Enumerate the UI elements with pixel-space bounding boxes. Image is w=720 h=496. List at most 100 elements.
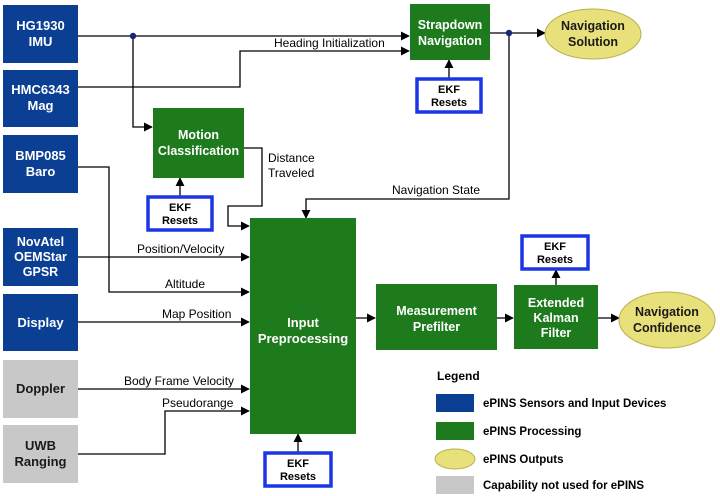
process-motion-classification: Motion Classification <box>153 108 244 178</box>
edge-distance-traveled <box>227 147 263 231</box>
sensor-label: Baro <box>26 164 56 179</box>
legend-label: Capability not used for ePINS <box>483 480 644 492</box>
output-navigation-solution: Navigation Solution <box>544 8 642 60</box>
label-position-velocity: Position/Velocity <box>137 242 224 256</box>
output-label: Confidence <box>633 321 701 335</box>
output-oval <box>544 8 642 60</box>
sensor-novatel-gpsr: NovAtel OEMStar GPSR <box>3 228 78 286</box>
process-measurement-prefilter: Measurement Prefilter <box>376 284 497 350</box>
sensor-display: Display <box>3 294 78 351</box>
unused-label: Doppler <box>16 381 65 396</box>
sensor-doppler: Doppler <box>3 360 78 418</box>
ekf-label: Resets <box>537 254 573 266</box>
edge-mag-heading-init <box>78 46 410 88</box>
legend-title: Legend <box>437 369 480 383</box>
legend-item-processing: ePINS Processing <box>436 422 581 440</box>
label-distance-traveled-2: Traveled <box>268 166 314 180</box>
unused-box <box>3 425 78 483</box>
process-box <box>514 285 598 349</box>
process-label: Strapdown <box>418 18 483 32</box>
process-label: Navigation <box>418 34 482 48</box>
sensor-hg1930-imu: HG1930 IMU <box>3 5 78 63</box>
output-navigation-confidence: Navigation Confidence <box>618 291 716 349</box>
legend: Legend ePINS Sensors and Input Devices e… <box>434 369 666 494</box>
sensor-label: BMP085 <box>15 148 66 163</box>
sensor-label: OEMStar <box>14 250 67 264</box>
sensor-box <box>3 228 78 286</box>
process-input-preprocessing: Input Preprocessing <box>250 218 356 434</box>
legend-swatch-unused <box>436 476 474 494</box>
sensor-label: GPSR <box>23 265 58 279</box>
ekf-box <box>146 195 214 232</box>
label-altitude: Altitude <box>165 277 205 291</box>
sensor-bmp085-baro: BMP085 Baro <box>3 135 78 193</box>
output-label: Navigation <box>561 19 625 33</box>
legend-item-unused: Capability not used for ePINS <box>436 476 644 494</box>
output-label: Solution <box>568 35 618 49</box>
process-label: Prefilter <box>413 320 460 334</box>
label-heading-init: Heading Initialization <box>274 36 385 50</box>
edge-navigation-state <box>301 33 510 219</box>
process-label: Filter <box>541 326 572 340</box>
unused-box <box>3 360 78 418</box>
ekf-resets-motion: EKF Resets <box>146 195 214 232</box>
sensor-label: NovAtel <box>17 235 64 249</box>
junction-nav-state <box>505 29 513 37</box>
sensor-label: Display <box>17 315 64 330</box>
sensor-box <box>3 70 78 127</box>
process-box <box>250 218 356 434</box>
legend-swatch-outputs <box>434 448 476 470</box>
output-oval <box>618 291 716 349</box>
sensor-label: HG1930 <box>16 18 64 33</box>
label-body-frame-velocity: Body Frame Velocity <box>124 374 234 388</box>
process-label: Input <box>287 315 319 330</box>
ekf-label: Resets <box>431 97 467 109</box>
sensor-box <box>3 5 78 63</box>
legend-label: ePINS Outputs <box>483 454 564 466</box>
legend-item-outputs: ePINS Outputs <box>434 448 564 470</box>
sensor-hmc6343-mag: HMC6343 Mag <box>3 70 78 127</box>
unused-label: UWB <box>25 438 56 453</box>
ekf-label: EKF <box>287 458 309 470</box>
legend-label: ePINS Processing <box>483 426 581 438</box>
process-strapdown-navigation: Strapdown Navigation <box>410 4 490 60</box>
unused-label: Ranging <box>15 454 67 469</box>
edge-pseudorange <box>78 406 250 455</box>
sensor-label: HMC6343 <box>11 82 70 97</box>
process-label: Classification <box>158 144 239 158</box>
edges <box>78 28 620 455</box>
sensor-label: Mag <box>28 98 54 113</box>
ekf-resets-strapdown: EKF Resets <box>415 77 483 114</box>
junction-imu <box>129 32 137 40</box>
legend-label: ePINS Sensors and Input Devices <box>483 398 666 410</box>
process-label: Motion <box>178 128 219 142</box>
legend-item-sensors: ePINS Sensors and Input Devices <box>436 394 666 412</box>
sensor-box <box>3 135 78 193</box>
process-label: Preprocessing <box>258 331 348 346</box>
ekf-label: EKF <box>544 241 566 253</box>
process-box <box>376 284 497 350</box>
ekf-label: EKF <box>438 84 460 96</box>
ekf-box <box>415 77 483 114</box>
ekf-resets-kalman: EKF Resets <box>520 234 590 271</box>
process-extended-kalman-filter: Extended Kalman Filter <box>514 285 598 349</box>
label-pseudorange: Pseudorange <box>162 396 234 410</box>
label-navigation-state: Navigation State <box>392 183 480 197</box>
sensor-box <box>3 294 78 351</box>
sensor-uwb-ranging: UWB Ranging <box>3 425 78 483</box>
ekf-label: Resets <box>162 215 198 227</box>
ekf-resets-input: EKF Resets <box>263 451 333 488</box>
label-distance-traveled-1: Distance <box>268 151 315 165</box>
output-label: Navigation <box>635 305 699 319</box>
process-label: Measurement <box>396 304 477 318</box>
edge-altitude <box>78 166 250 297</box>
process-label: Kalman <box>533 311 578 325</box>
legend-swatch-processing <box>436 422 474 440</box>
ekf-label: Resets <box>280 471 316 483</box>
ekf-box <box>263 451 333 488</box>
edge-imu-to-motion <box>132 36 153 132</box>
ekf-label: EKF <box>169 202 191 214</box>
sensor-label: IMU <box>29 34 53 49</box>
process-box <box>410 4 490 60</box>
